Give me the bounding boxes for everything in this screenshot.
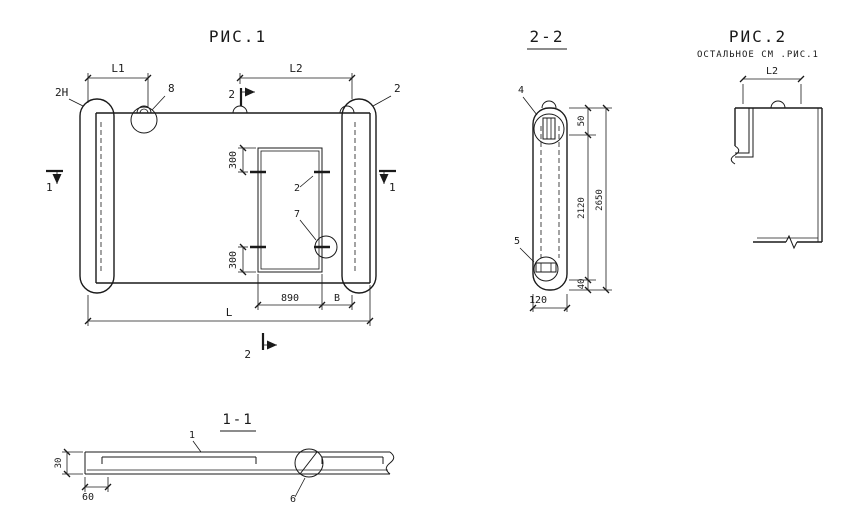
opening [250,147,330,273]
callout-2h: 2H [55,86,84,107]
section-2-top-label: 2 [228,88,235,101]
section-2-bottom-label: 2 [244,348,251,361]
section-1-left-label: 1 [46,181,53,194]
section-1-1: 1-1 1 6 [54,412,395,505]
figure-2-outline [730,100,823,250]
callout-7: 7 [294,209,317,241]
slab-outline [84,451,395,475]
figure-1: РИС.1 2H [46,27,401,361]
stadium-left [79,98,115,294]
dim-300-bottom-label: 300 [228,251,239,269]
dim-2120-label: 2120 [577,197,587,219]
section-1-1-title: 1-1 [222,412,253,428]
label-2h: 2H [55,86,68,99]
lifting-hooks [136,105,355,114]
detail-4: 4 [518,85,565,145]
label-2-right: 2 [394,82,401,95]
figure-2-corner-detail [735,108,754,158]
section-1-left-mark: 1 [46,169,63,194]
detail-6: 6 [290,448,324,505]
label-1: 1 [189,430,195,441]
dim-l1: L1 [84,62,152,108]
dim-l2: L2 [236,62,356,99]
dim-2650-label: 2650 [595,189,605,211]
dim-60: 60 [81,477,112,503]
callout-2-opening: 2 [294,175,314,194]
dim-30-label: 30 [54,458,64,469]
dim-300-top-label: 300 [228,151,239,169]
dim-b-label: B [334,293,340,304]
label-7: 7 [294,209,300,220]
figure-1-title: РИС.1 [209,27,267,46]
callout-8: 8 [151,82,175,111]
dim-l2-label: L2 [289,62,302,75]
dim-120-label: 120 [529,295,547,306]
dim-890-label: 890 [281,293,299,304]
section-1-right-mark: 1 [379,169,396,194]
callout-1: 1 [189,430,202,453]
label-2-opening: 2 [294,183,300,194]
stadium-right [341,98,377,294]
section-2-2: 2-2 4 5 [514,27,612,312]
dim-l: L [84,285,374,326]
section-1-right-label: 1 [389,181,396,194]
detail-7-circle [314,235,338,259]
figure-2: РИС.2 ОСТАЛЬНОЕ СМ .РИС.1 L2 [697,27,823,250]
label-4: 4 [518,85,524,96]
figure-2-dim-l2-label: L2 [766,66,778,77]
section-2-bottom-mark: 2 [244,333,277,361]
detail-5: 5 [514,236,559,282]
label-6: 6 [290,494,296,505]
dim-50-label: 50 [577,116,587,127]
dim-300-top: 300 [228,144,256,176]
hook-detail-circle [130,106,158,134]
section-2-top-mark: 2 [228,87,255,106]
embedded-channels [101,456,384,464]
section-2-2-dims: 50 2120 40 2650 120 [529,104,612,312]
figure-2-dim-l2: L2 [739,66,805,104]
figure-2-title: РИС.2 [729,27,787,46]
dim-300-bottom: 300 [228,243,256,276]
section-2-2-title: 2-2 [530,27,565,46]
label-8: 8 [168,82,175,95]
callout-2-right: 2 [372,82,401,107]
dim-890-b: 890 B [254,274,356,310]
dim-l1-label: L1 [111,62,124,75]
dim-30: 30 [54,448,83,478]
dim-60-label: 60 [82,492,94,503]
dim-40-label: 40 [577,279,587,290]
section-2-2-outline [532,100,568,291]
dim-l-label: L [226,306,233,319]
label-5: 5 [514,236,520,247]
figure-2-subtitle: ОСТАЛЬНОЕ СМ .РИС.1 [697,50,819,60]
